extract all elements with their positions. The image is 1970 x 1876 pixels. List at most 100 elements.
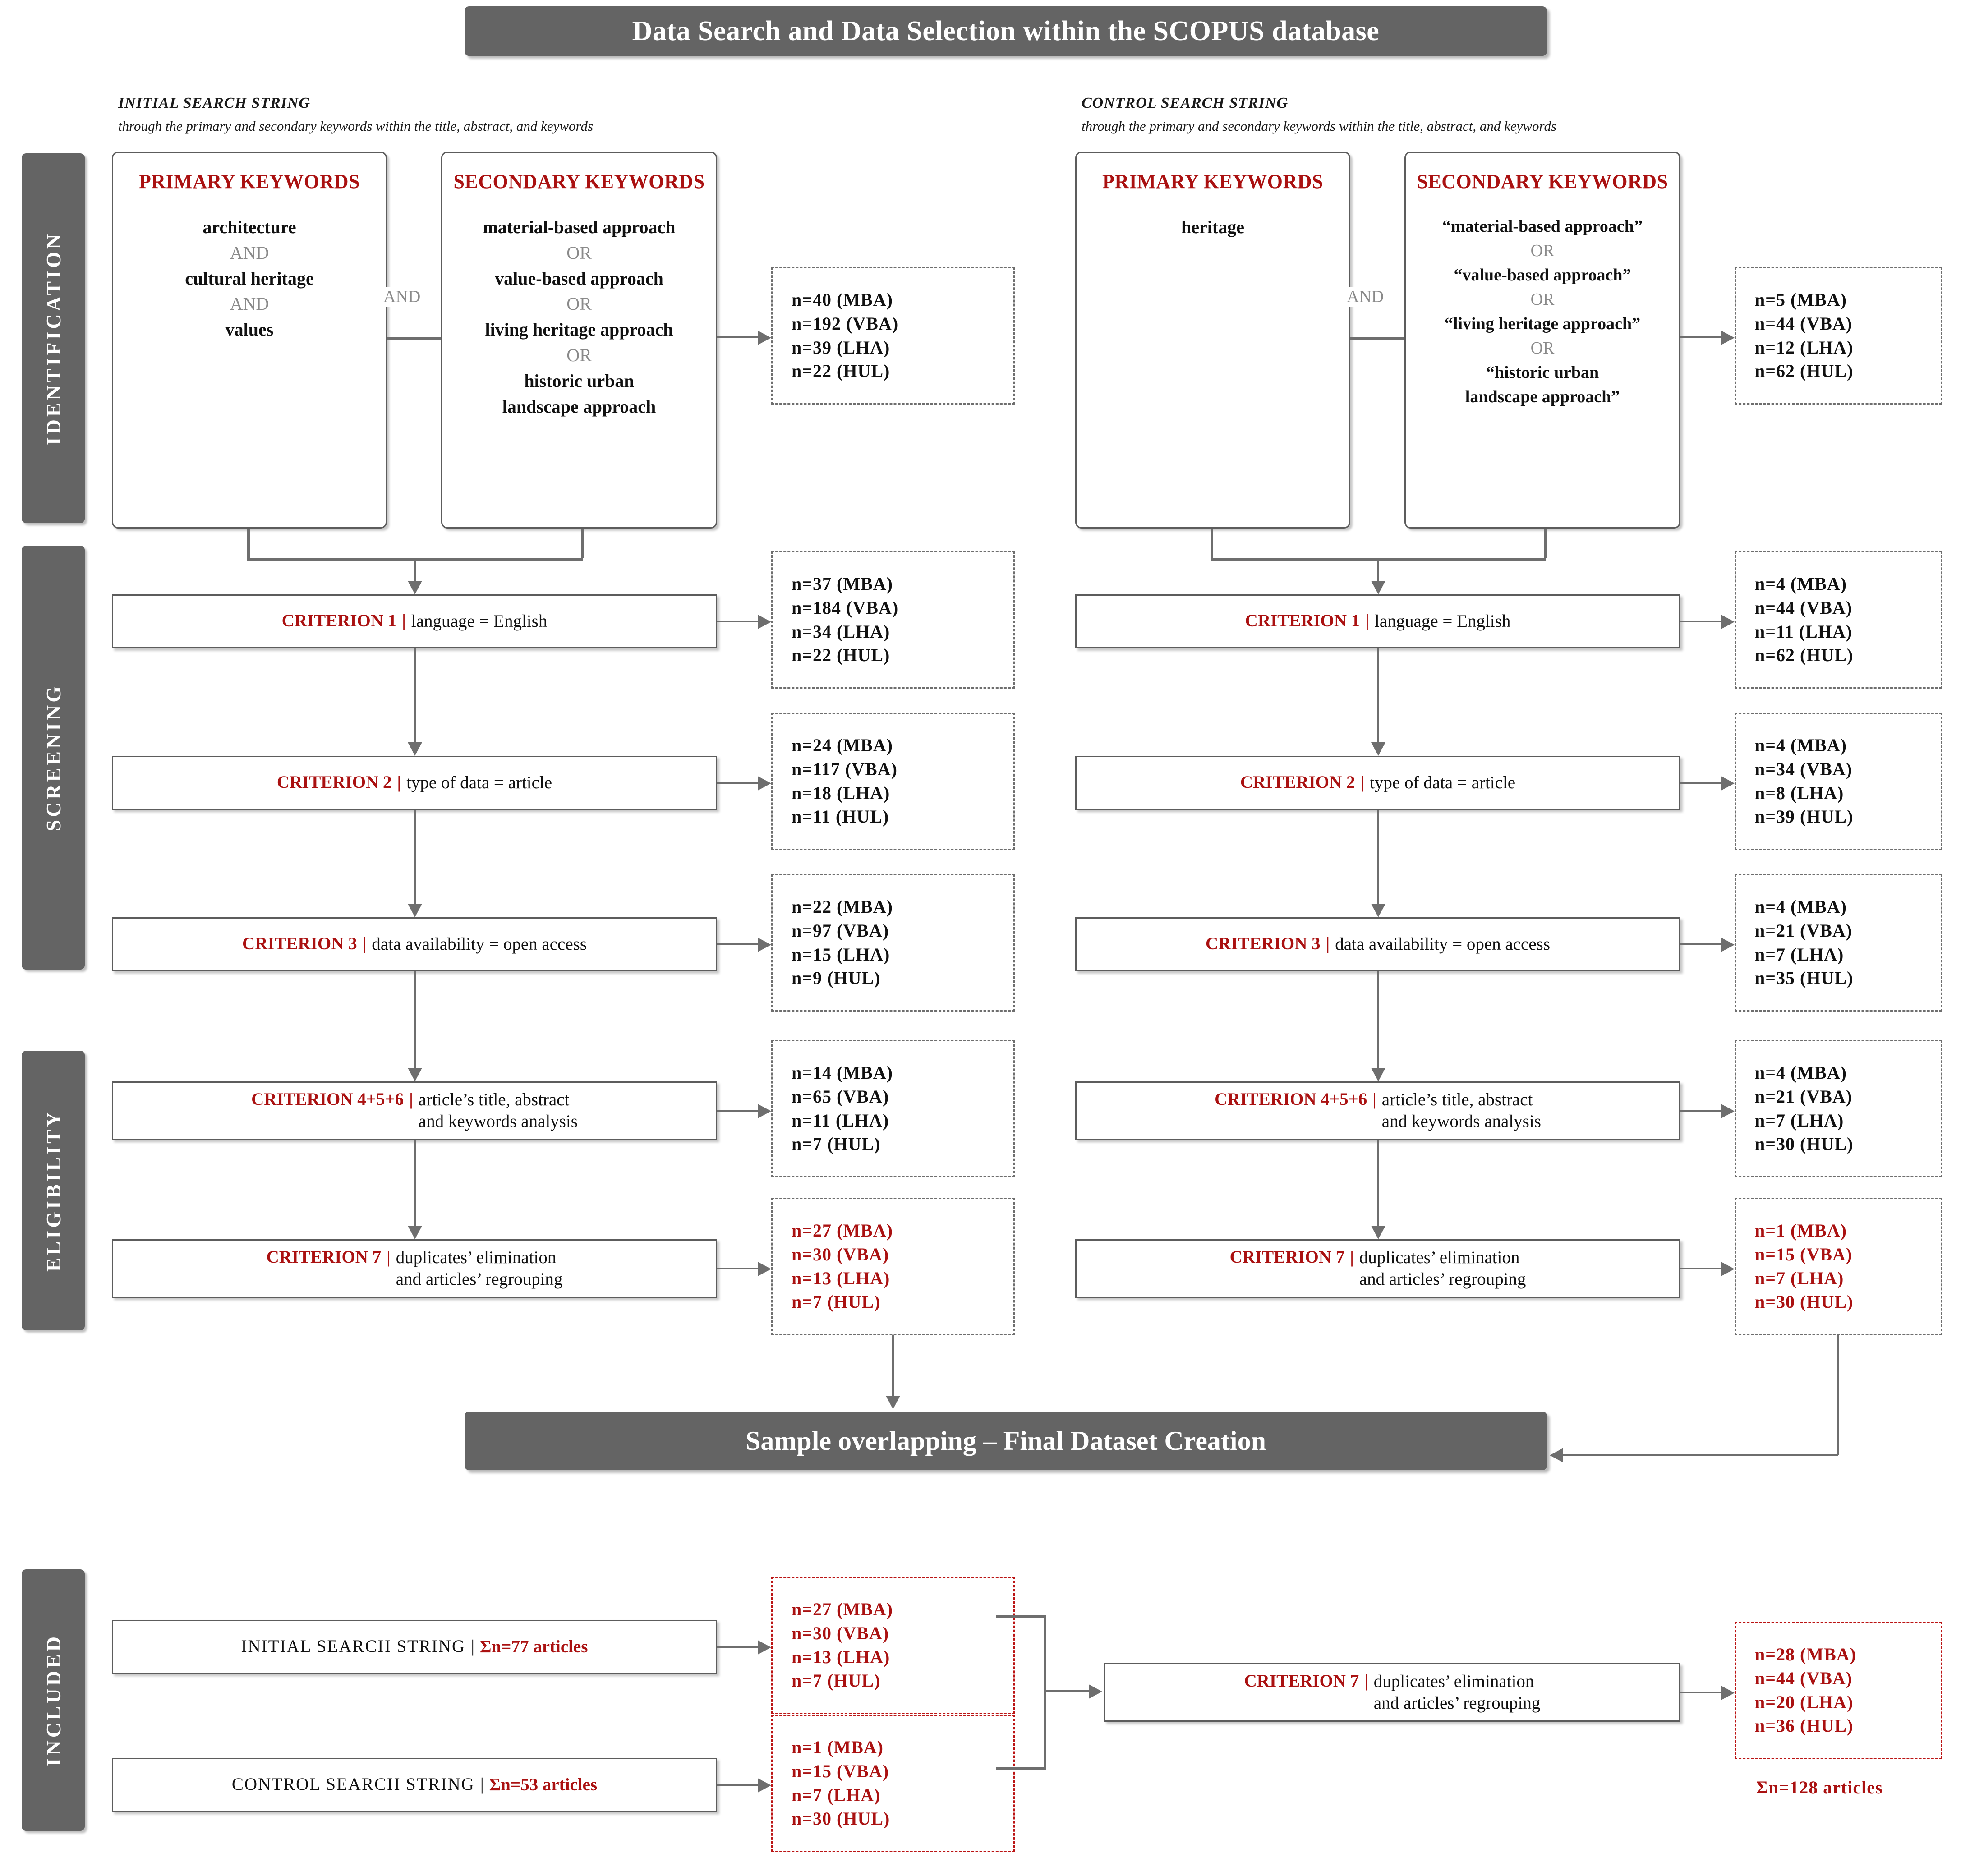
count-line: n=117 (VBA): [792, 759, 898, 779]
stage-label-screening: SCREENING: [22, 546, 85, 970]
initial-criterion-2-box[interactable]: CRITERION 2 | type of data = article: [112, 756, 717, 810]
initial-c456-to-c7-line: [414, 1140, 416, 1226]
keyword-operator: OR: [566, 294, 592, 314]
count-line: n=1 (MBA): [792, 1737, 884, 1757]
count-line: n=28 (MBA): [1755, 1644, 1856, 1664]
count-line: n=12 (LHA): [1755, 337, 1854, 358]
overlap-banner-text: Sample overlapping – Final Dataset Creat…: [746, 1425, 1266, 1456]
control-criterion-3-counts-box: n=4 (MBA) n=21 (VBA) n=7 (LHA) n=35 (HUL…: [1735, 874, 1942, 1012]
initial-criterion-7-counts-box: n=27 (MBA) n=30 (VBA) n=13 (LHA) n=7 (HU…: [771, 1198, 1015, 1335]
included-control-row-box[interactable]: CONTROL SEARCH STRING | Σn=53 articles: [112, 1758, 717, 1812]
secondary-keywords-title: SECONDARY KEYWORDS: [453, 170, 705, 193]
included-final-total: Σn=128 articles: [1756, 1777, 1883, 1798]
count-line: n=30 (VBA): [792, 1623, 889, 1643]
criterion-separator: |: [1372, 1090, 1376, 1109]
stage-label-text: SCREENING: [41, 684, 65, 832]
control-criterion-1-counts-box: n=4 (MBA) n=44 (VBA) n=11 (LHA) n=62 (HU…: [1735, 551, 1942, 689]
count-line: n=7 (HUL): [792, 1292, 881, 1312]
included-row-separator: |: [471, 1637, 475, 1656]
control-c456-to-c7-arrowhead: [1371, 1226, 1385, 1239]
initial-c3-to-c456-line: [414, 971, 416, 1068]
stage-label-text: INCLUDED: [41, 1634, 65, 1766]
initial-c3-to-c456-arrowhead: [408, 1068, 422, 1081]
initial-to-overlap-line: [892, 1335, 894, 1396]
initial-and-connector-line: [387, 337, 441, 340]
criterion-separator: |: [409, 1090, 413, 1109]
included-row-value: Σn=77 articles: [480, 1637, 588, 1657]
count-line: n=40 (MBA): [792, 289, 893, 310]
keyword-operator: AND: [230, 242, 269, 263]
initial-heading-text: INITIAL SEARCH STRING: [118, 95, 310, 111]
control-criterion-2-box[interactable]: CRITERION 2 | type of data = article: [1075, 756, 1680, 810]
control-secondary-keywords-box: SECONDARY KEYWORDS “material-based appro…: [1404, 152, 1680, 529]
included-final-criterion-box[interactable]: CRITERION 7 | duplicates’ elimination an…: [1104, 1663, 1680, 1722]
included-merge-bottom-line: [996, 1767, 1046, 1770]
control-heading-text: CONTROL SEARCH STRING: [1082, 95, 1289, 111]
count-line: n=30 (HUL): [1755, 1134, 1854, 1154]
count-line: n=22 (HUL): [792, 645, 890, 666]
initial-criterion-1-box[interactable]: CRITERION 1 | language = English: [112, 594, 717, 648]
initial-c456-to-c7-arrowhead: [408, 1226, 422, 1239]
initial-column-subheading: through the primary and secondary keywor…: [118, 118, 593, 134]
count-line: n=44 (VBA): [1755, 597, 1853, 618]
keyword-term: historic urban landscape approach: [502, 370, 656, 417]
initial-criterion-7-box[interactable]: CRITERION 7 | duplicates’ elimination an…: [112, 1239, 717, 1298]
initial-subheading-text: through the primary and secondary keywor…: [118, 118, 594, 134]
included-control-counts-box: n=1 (MBA) n=15 (VBA) n=7 (LHA) n=30 (HUL…: [771, 1715, 1015, 1852]
control-c3-arrowhead: [1721, 938, 1735, 952]
criterion-value: article’s title, abstract and keywords a…: [1381, 1090, 1541, 1131]
count-line: n=1 (MBA): [1755, 1220, 1847, 1241]
criterion-value: duplicates’ elimination and articles’ re…: [396, 1248, 563, 1289]
initial-criterion-456-box[interactable]: CRITERION 4+5+6 | article’s title, abstr…: [112, 1081, 717, 1140]
control-c2-arrow-line: [1680, 782, 1721, 784]
count-line: n=34 (LHA): [792, 621, 890, 642]
initial-and-operator-label: AND: [382, 287, 422, 307]
criterion-separator: |: [387, 1247, 391, 1267]
control-criterion-3-box[interactable]: CRITERION 3 | data availability = open a…: [1075, 917, 1680, 971]
control-criterion-1-box[interactable]: CRITERION 1 | language = English: [1075, 594, 1680, 648]
included-initial-row-box[interactable]: INITIAL SEARCH STRING | Σn=77 articles: [112, 1620, 717, 1674]
control-criterion-456-box[interactable]: CRITERION 4+5+6 | article’s title, abstr…: [1075, 1081, 1680, 1140]
control-criterion-7-box[interactable]: CRITERION 7 | duplicates’ elimination an…: [1075, 1239, 1680, 1298]
count-line: n=44 (VBA): [1755, 1668, 1853, 1688]
primary-keywords-terms: architecture AND cultural heritage AND v…: [185, 215, 314, 343]
criterion-separator: |: [397, 772, 401, 792]
initial-primary-keywords-box: PRIMARY KEYWORDS architecture AND cultur…: [112, 152, 387, 529]
criterion-key: CRITERION 3: [242, 934, 357, 954]
initial-c2-arrowhead: [758, 776, 771, 791]
control-c3-arrow-line: [1680, 943, 1721, 945]
count-line: n=20 (LHA): [1755, 1692, 1854, 1712]
included-merge-stem: [1044, 1690, 1089, 1692]
control-column-subheading: through the primary and secondary keywor…: [1082, 118, 1556, 134]
included-row-value: Σn=53 articles: [489, 1775, 598, 1795]
initial-bracket-arrowhead: [408, 581, 422, 594]
criterion-value: language = English: [1374, 612, 1511, 631]
count-line: n=11 (LHA): [1755, 621, 1853, 642]
initial-criterion-3-counts-box: n=22 (MBA) n=97 (VBA) n=15 (LHA) n=9 (HU…: [771, 874, 1015, 1012]
keyword-term: “living heritage approach”: [1444, 314, 1641, 333]
criterion-separator: |: [1360, 772, 1365, 792]
count-line: n=7 (HUL): [792, 1670, 881, 1691]
control-to-overlap-arrowhead: [1550, 1448, 1563, 1462]
control-subheading-text: through the primary and secondary keywor…: [1082, 118, 1557, 134]
control-c456-arrowhead: [1721, 1104, 1735, 1118]
control-bracket-right: [1544, 529, 1547, 558]
count-line: n=13 (LHA): [792, 1646, 890, 1667]
count-line: n=21 (VBA): [1755, 920, 1853, 941]
initial-criterion-1-counts-box: n=37 (MBA) n=184 (VBA) n=34 (LHA) n=22 (…: [771, 551, 1015, 689]
control-c456-arrow-line: [1680, 1110, 1721, 1112]
count-line: n=7 (LHA): [1755, 1268, 1844, 1288]
initial-identification-arrow-line: [717, 336, 758, 338]
control-and-connector-line: [1350, 337, 1404, 340]
stage-label-eligibility: ELIGIBILITY: [22, 1051, 85, 1330]
initial-criterion-456-counts-box: n=14 (MBA) n=65 (VBA) n=11 (LHA) n=7 (HU…: [771, 1040, 1015, 1177]
initial-to-overlap-arrowhead: [886, 1396, 900, 1409]
count-line: n=30 (HUL): [792, 1808, 890, 1829]
criterion-key: CRITERION 2: [1240, 772, 1355, 792]
criterion-value: article’s title, abstract and keywords a…: [418, 1090, 578, 1131]
count-line: n=62 (HUL): [1755, 645, 1854, 666]
control-criterion-456-counts-box: n=4 (MBA) n=21 (VBA) n=7 (LHA) n=30 (HUL…: [1735, 1040, 1942, 1177]
control-identification-arrowhead: [1721, 331, 1735, 345]
initial-criterion-3-box[interactable]: CRITERION 3 | data availability = open a…: [112, 917, 717, 971]
initial-bracket-left: [247, 529, 250, 558]
